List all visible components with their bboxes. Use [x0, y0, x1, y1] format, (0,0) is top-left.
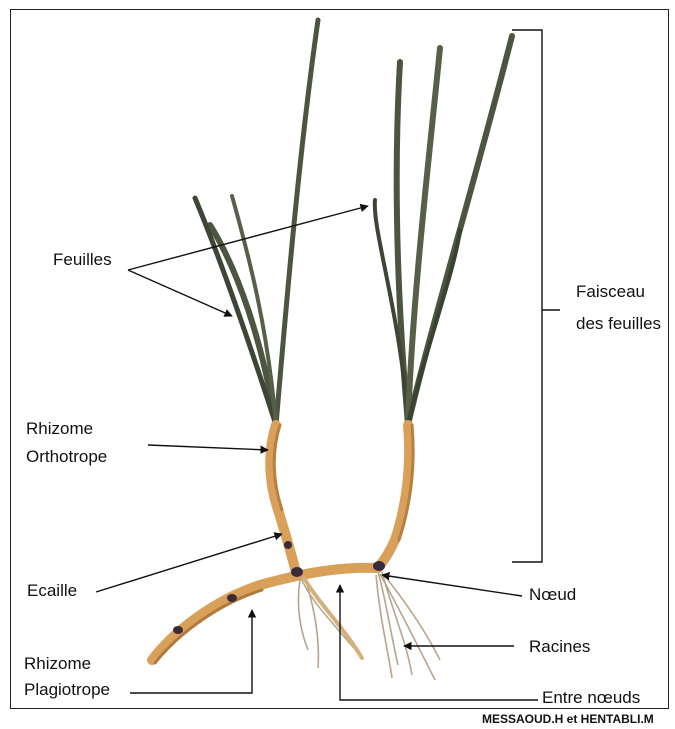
feuilles-arrow-left	[128, 270, 232, 316]
node	[373, 561, 385, 571]
leaves	[195, 20, 512, 425]
label-faisceau: Faisceau des feuilles	[576, 281, 661, 335]
rhizome-orthotrope-arrow	[148, 445, 268, 450]
label-rhizome-orthotrope-line2: Orthotrope	[26, 446, 107, 468]
faisceau-bracket	[512, 30, 542, 562]
leader-lines	[96, 30, 560, 700]
entre-noeuds-arrow	[340, 585, 538, 700]
label-feuilles: Feuilles	[53, 249, 112, 271]
plagiotropic-rhizome	[152, 568, 378, 663]
label-faisceau-line1: Faisceau	[576, 281, 661, 303]
root	[380, 574, 435, 680]
image-credit: MESSAOUD.H et HENTABLI.M	[482, 712, 654, 726]
label-rhizome-orthotrope: Rhizome Orthotrope	[26, 418, 107, 468]
label-rhizome-plagiotrope: Rhizome Plagiotrope	[24, 653, 110, 701]
node	[173, 626, 183, 634]
node	[284, 541, 292, 549]
label-racines: Racines	[529, 636, 590, 658]
nodes	[173, 541, 385, 634]
roots	[298, 572, 440, 680]
root	[384, 575, 440, 660]
label-faisceau-line2: des feuilles	[576, 313, 661, 335]
horizontal-rhizome-shade	[155, 590, 262, 663]
label-rhizome-plagiotrope-line1: Rhizome	[24, 653, 110, 675]
label-noeud: Nœud	[529, 584, 576, 606]
node	[227, 594, 237, 602]
orthotropic-rhizomes	[270, 425, 413, 572]
noeud-arrow	[382, 575, 522, 596]
horizontal-rhizome	[152, 568, 378, 660]
label-rhizome-plagiotrope-line2: Plagiotrope	[24, 679, 110, 701]
leaf	[195, 198, 276, 425]
label-rhizome-orthotrope-line1: Rhizome	[26, 418, 107, 440]
node	[291, 567, 303, 577]
leaf	[276, 20, 318, 425]
label-entre-noeuds: Entre nœuds	[542, 687, 640, 709]
right-vertical-stem	[378, 425, 409, 568]
root-thick	[304, 578, 362, 658]
label-ecaille: Ecaille	[27, 580, 77, 602]
